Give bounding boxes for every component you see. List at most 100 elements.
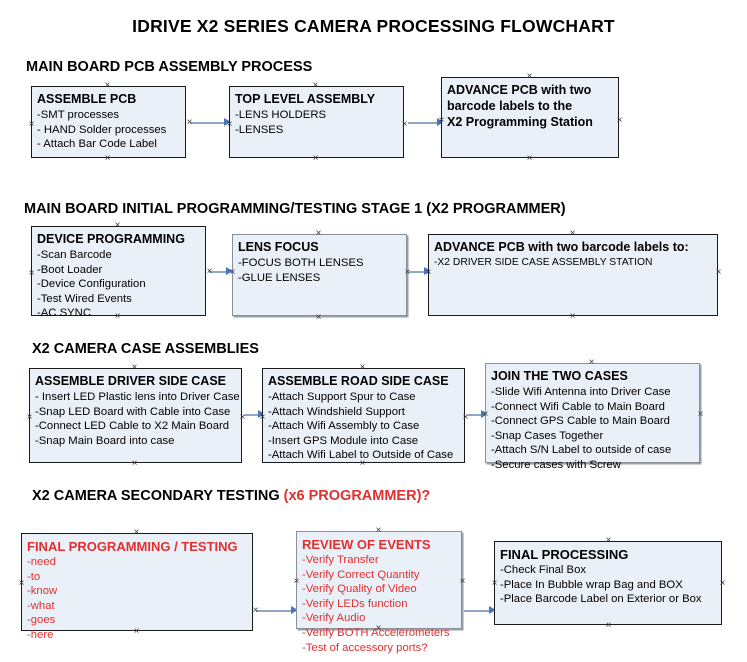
node-review-of-events[interactable]: REVIEW OF EVENTS -Verify Transfer -Verif… xyxy=(296,531,462,654)
node-title: LENS FOCUS xyxy=(238,240,319,254)
node-title: DEVICE PROGRAMMING xyxy=(37,232,185,246)
resize-handle-right[interactable] xyxy=(615,116,624,125)
resize-handle-top[interactable] xyxy=(525,72,534,81)
node-line-overflow: -Test of accessory ports? xyxy=(302,641,428,654)
connector-arrowhead xyxy=(258,410,265,418)
node-join-the-two-cases[interactable]: JOIN THE TWO CASES -Slide Wifi Antenna i… xyxy=(485,363,700,471)
node-line: -X2 DRIVER SIDE CASE ASSEMBLY STATION xyxy=(434,257,653,268)
node-line: -GLUE LENSES xyxy=(238,271,321,284)
node-line: barcode labels to the xyxy=(447,99,573,113)
resize-handle-top[interactable] xyxy=(130,363,139,372)
resize-handle-bottom[interactable] xyxy=(314,313,323,322)
node-title: TOP LEVEL ASSEMBLY xyxy=(235,92,376,106)
node-title: REVIEW OF EVENTS xyxy=(302,537,431,552)
node-line: -here xyxy=(27,628,54,641)
node-line: -Verify Quality of Video xyxy=(302,583,417,596)
section-heading-text: MAIN BOARD PCB ASSEMBLY PROCESS xyxy=(26,59,313,75)
resize-handle-right[interactable] xyxy=(458,577,467,586)
node-line: -Attach Wifi Label to Outside of Case xyxy=(268,449,454,462)
resize-handle-bottom[interactable] xyxy=(568,312,577,321)
resize-handle-top[interactable] xyxy=(604,536,613,545)
section-heading-main-board-pcb-assembly: MAIN BOARD PCB ASSEMBLY PROCESS xyxy=(26,59,312,75)
node-line: -goes xyxy=(27,614,56,627)
node-line: X2 Programming Station xyxy=(447,115,593,129)
node-line: -know xyxy=(27,585,58,598)
resize-handle-left[interactable] xyxy=(25,413,34,422)
connector-line xyxy=(256,610,294,612)
node-line: -Boot Loader xyxy=(37,263,103,276)
node-title: FINAL PROGRAMMING / TESTING xyxy=(27,539,238,554)
resize-handle-top[interactable] xyxy=(358,363,367,372)
node-final-processing[interactable]: FINAL PROCESSING -Check Final Box -Place… xyxy=(494,541,722,625)
connector-line xyxy=(464,610,492,612)
resize-handle-bottom[interactable] xyxy=(103,154,112,163)
resize-handle-top[interactable] xyxy=(132,528,141,537)
node-title: ASSEMBLE DRIVER SIDE CASE xyxy=(35,374,227,388)
node-line: -LENS HOLDERS xyxy=(235,109,327,121)
node-title: ADVANCE PCB with two barcode labels to: xyxy=(434,240,689,254)
section-heading-text: X2 CAMERA SECONDARY TESTING xyxy=(32,488,284,504)
resize-handle-top[interactable] xyxy=(587,358,596,367)
resize-handle-bottom[interactable] xyxy=(604,621,613,630)
section-heading-text: MAIN BOARD INITIAL PROGRAMMING/TESTING S… xyxy=(24,201,566,217)
node-advance-pcb-x2-programming-station[interactable]: ADVANCE PCB with two barcode labels to t… xyxy=(441,77,619,158)
resize-handle-top[interactable] xyxy=(103,81,112,90)
resize-handle-bottom[interactable] xyxy=(525,154,534,163)
node-line: -Snap LED Board with Cable into Case xyxy=(35,405,231,418)
node-title: ADVANCE PCB with two xyxy=(447,83,592,97)
node-line: -Verify Audio xyxy=(302,612,366,625)
node-line: -Snap Cases Together xyxy=(491,429,604,442)
resize-handle-top[interactable] xyxy=(113,221,122,230)
node-line: -need xyxy=(27,556,56,568)
resize-handle-left[interactable] xyxy=(27,120,36,129)
section-heading-text: X2 CAMERA CASE ASSEMBLIES xyxy=(32,341,259,357)
connector-arrowhead xyxy=(226,267,233,275)
node-line: -Scan Barcode xyxy=(37,249,112,261)
node-top-level-assembly[interactable]: TOP LEVEL ASSEMBLY -LENS HOLDERS -LENSES xyxy=(229,86,404,158)
node-line: - HAND Solder processes xyxy=(37,123,167,136)
node-line: - Insert LED Plastic lens into Driver Ca… xyxy=(35,391,240,403)
node-line: -FOCUS BOTH LENSES xyxy=(238,257,364,269)
node-line: -Test Wired Events xyxy=(37,292,132,305)
resize-handle-left[interactable] xyxy=(17,579,26,588)
node-lens-focus[interactable]: LENS FOCUS -FOCUS BOTH LENSES -GLUE LENS… xyxy=(232,234,407,316)
node-device-programming[interactable]: DEVICE PROGRAMMING -Scan Barcode -Boot L… xyxy=(31,226,206,319)
resize-handle-bottom[interactable] xyxy=(130,459,139,468)
node-line: -Attach Support Spur to Case xyxy=(268,391,416,403)
node-assemble-road-side-case[interactable]: ASSEMBLE ROAD SIDE CASE -Attach Support … xyxy=(262,368,465,463)
node-title: FINAL PROCESSING xyxy=(500,547,629,562)
node-final-programming-testing[interactable]: FINAL PROGRAMMING / TESTING -need -to -k… xyxy=(21,533,253,641)
connector-line xyxy=(409,271,427,273)
resize-handle-top[interactable] xyxy=(314,229,323,238)
resize-handle-bottom[interactable] xyxy=(311,154,320,163)
connector-arrowhead xyxy=(489,606,496,614)
resize-handle-right[interactable] xyxy=(714,268,723,277)
node-line: -SMT processes xyxy=(37,109,120,121)
node-line: -Verify LEDs function xyxy=(302,597,408,610)
resize-handle-left[interactable] xyxy=(490,579,499,588)
section-heading-x2-camera-secondary-testing: X2 CAMERA SECONDARY TESTING (x6 PROGRAMM… xyxy=(32,488,430,504)
resize-handle-top[interactable] xyxy=(374,526,383,535)
connector-arrowhead xyxy=(437,118,444,126)
node-line: -to xyxy=(27,570,41,583)
node-line: -Connect GPS Cable to Main Board xyxy=(491,415,670,428)
node-assemble-pcb[interactable]: ASSEMBLE PCB -SMT processes - HAND Solde… xyxy=(31,86,186,158)
section-heading-main-board-initial-programming: MAIN BOARD INITIAL PROGRAMMING/TESTING S… xyxy=(24,201,566,217)
node-line: -Attach Windshield Support xyxy=(268,405,405,418)
node-assemble-driver-side-case[interactable]: ASSEMBLE DRIVER SIDE CASE - Insert LED P… xyxy=(29,368,242,463)
resize-handle-left[interactable] xyxy=(27,269,36,278)
node-line: -Verify Transfer xyxy=(302,554,379,566)
resize-handle-top[interactable] xyxy=(311,81,320,90)
section-heading-x2-camera-case-assemblies: X2 CAMERA CASE ASSEMBLIES xyxy=(32,341,259,357)
node-title: JOIN THE TWO CASES xyxy=(491,369,628,383)
resize-handle-right[interactable] xyxy=(696,410,705,419)
resize-handle-left[interactable] xyxy=(292,577,301,586)
node-advance-pcb-driver-side-case[interactable]: ADVANCE PCB with two barcode labels to: … xyxy=(428,234,718,316)
connector-line xyxy=(209,271,229,273)
connector-line xyxy=(467,414,484,416)
connector-arrowhead xyxy=(224,118,231,126)
resize-handle-top[interactable] xyxy=(568,229,577,238)
node-line: -AC SYNC xyxy=(37,307,91,320)
connector-arrowhead xyxy=(481,410,488,418)
resize-handle-right[interactable] xyxy=(718,579,727,588)
